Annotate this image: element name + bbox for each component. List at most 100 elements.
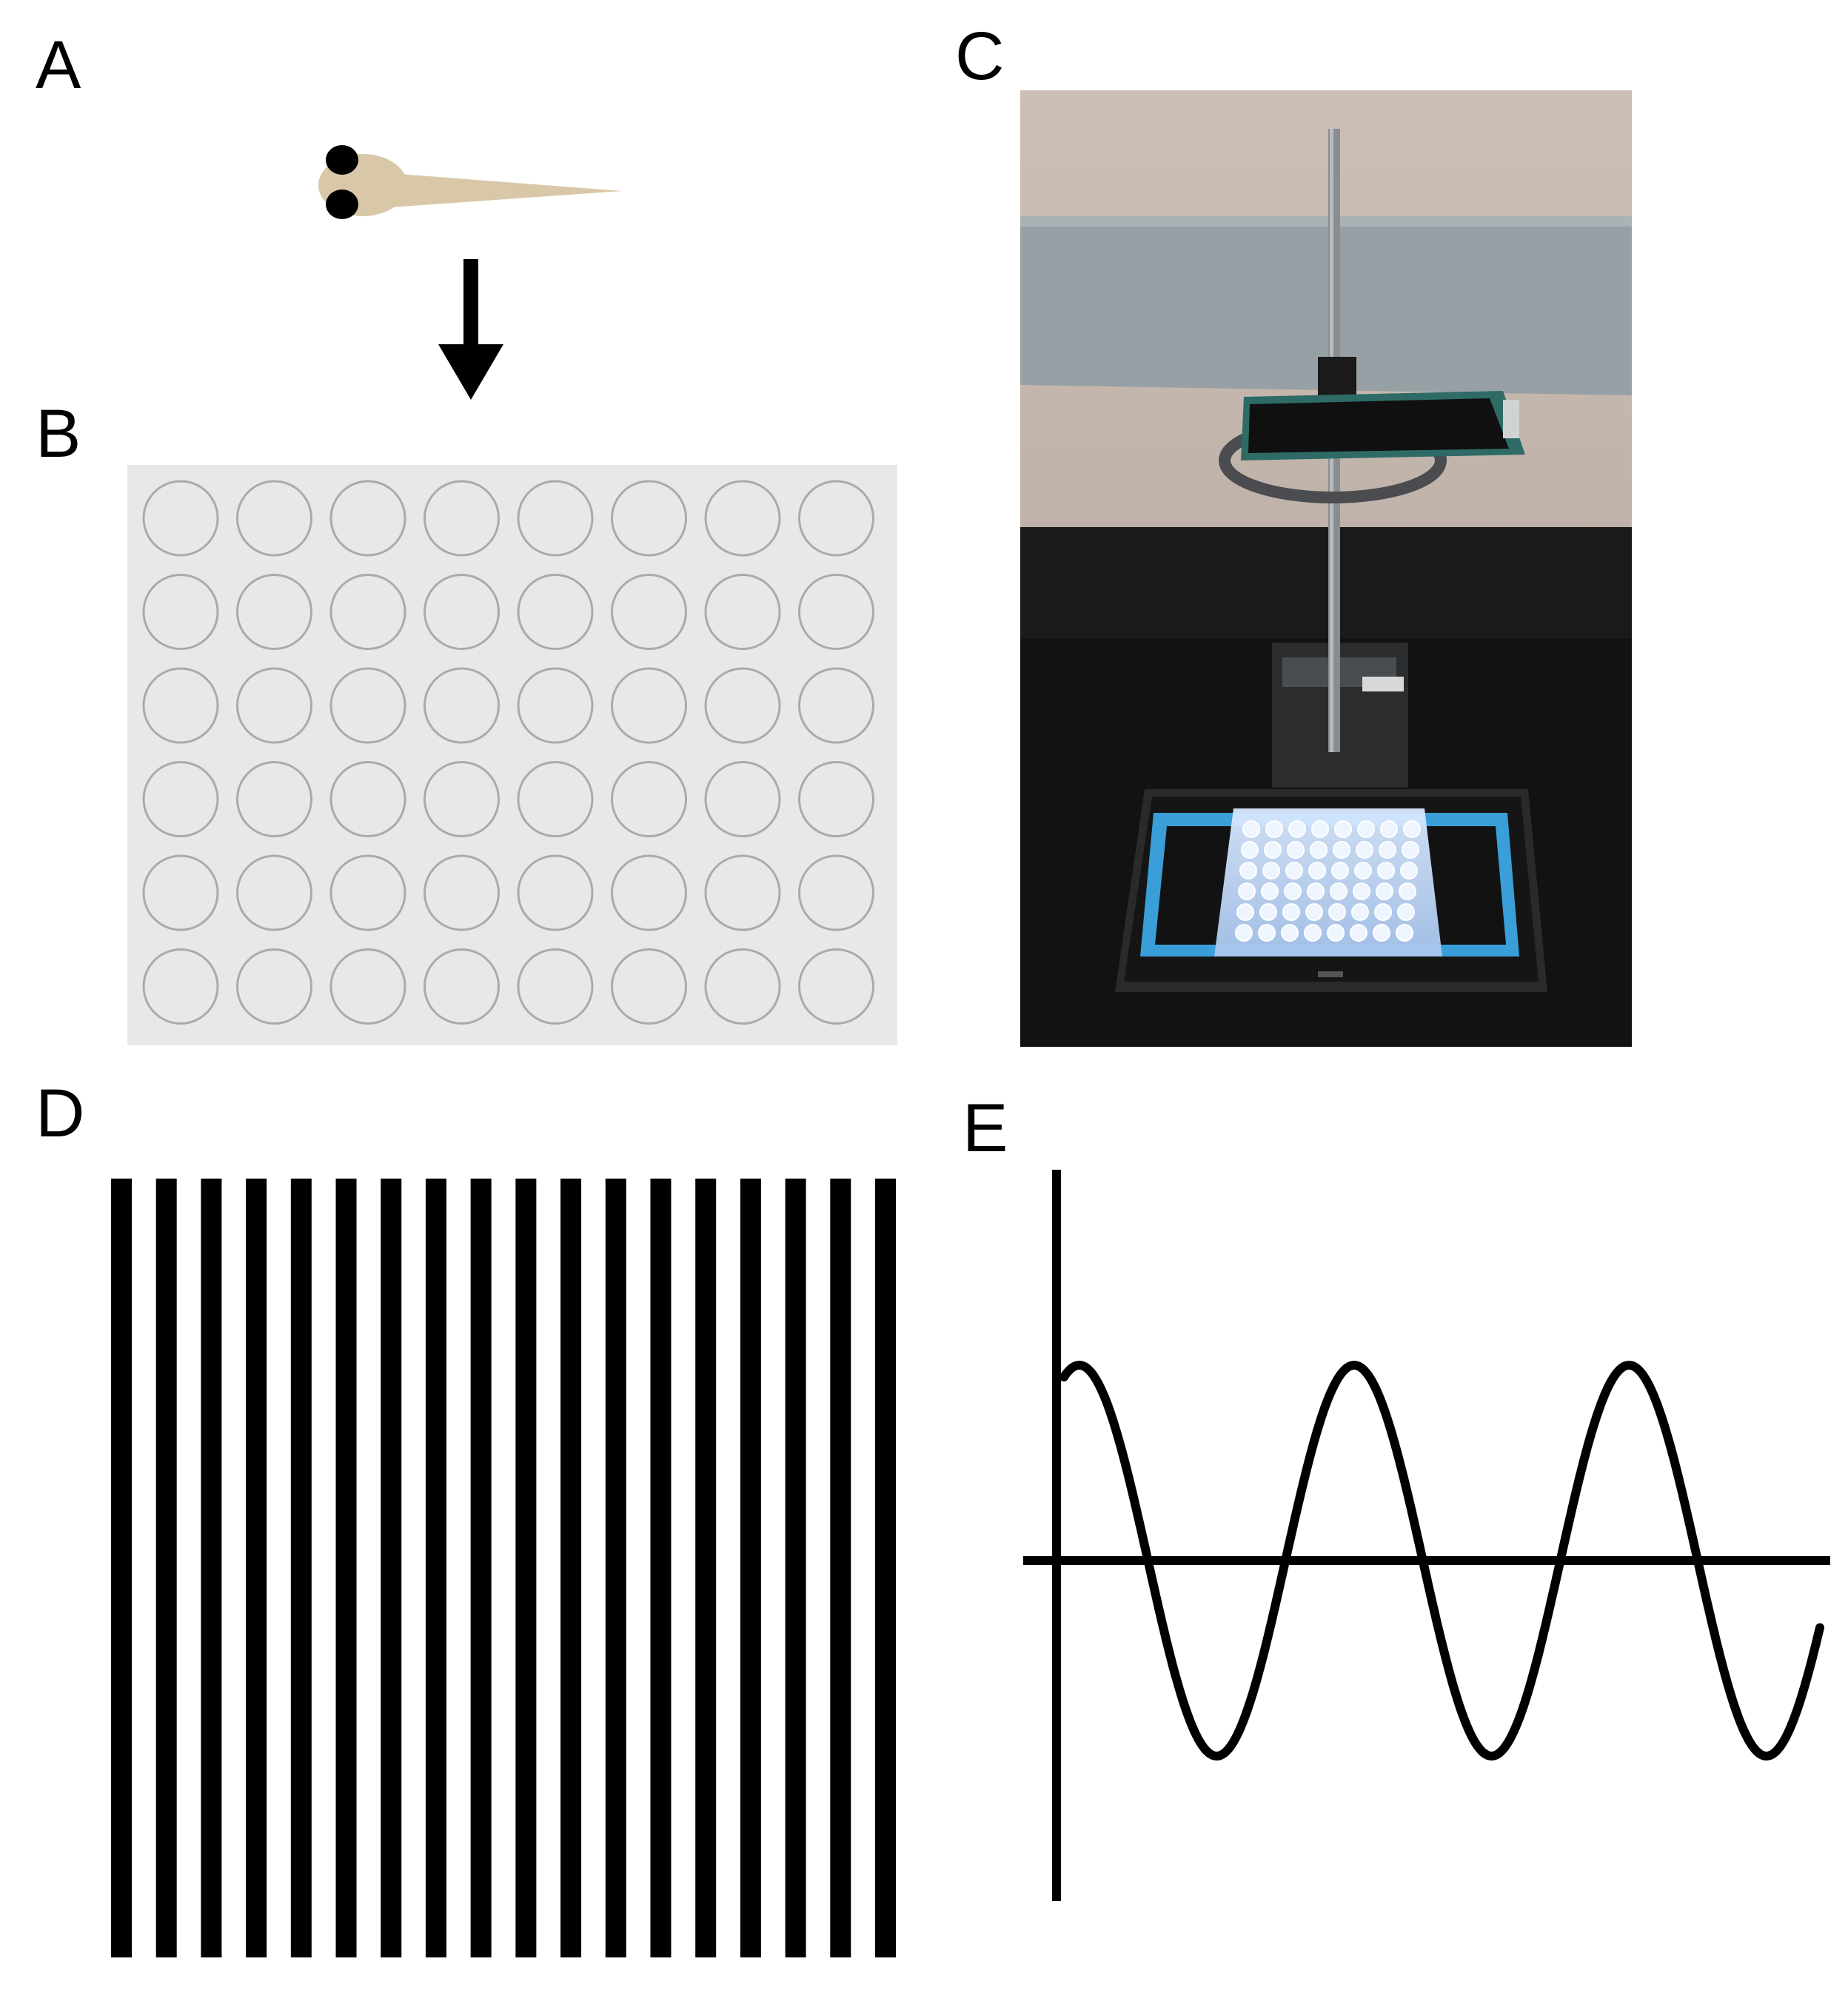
- plate-well: [517, 480, 594, 557]
- plate-photo-well: [1356, 841, 1373, 859]
- multiwell-plate: [127, 465, 897, 1045]
- plate-photo-well: [1403, 820, 1421, 838]
- plate-well: [424, 574, 500, 650]
- plate-photo-well: [1396, 924, 1413, 942]
- plate-well: [424, 667, 500, 744]
- panel-label-e: E: [962, 1091, 1008, 1166]
- plate-well: [517, 854, 594, 931]
- plate-well: [517, 574, 594, 650]
- grating-bar: [560, 1179, 582, 1957]
- plate-photo-well: [1351, 903, 1369, 921]
- grating-bar: [515, 1179, 537, 1957]
- plate-photo-well: [1327, 924, 1345, 942]
- plate-photo-well: [1261, 882, 1279, 900]
- plate-photo-well: [1310, 841, 1328, 859]
- plate-photo-well: [1242, 820, 1260, 838]
- plate-photo-well: [1307, 882, 1325, 900]
- plate-well: [704, 480, 781, 557]
- plate-well: [142, 854, 219, 931]
- plate-well: [142, 761, 219, 837]
- photo-shelf: [1020, 216, 1632, 395]
- plate-photo-well: [1281, 924, 1299, 942]
- grating-bar: [650, 1179, 672, 1957]
- grating-bar: [605, 1179, 626, 1957]
- plate-wells: [142, 480, 874, 1025]
- plate-photo-well: [1328, 903, 1346, 921]
- grating-bar: [470, 1179, 492, 1957]
- plate-well: [236, 480, 312, 557]
- plate-well: [611, 761, 687, 837]
- plate-well: [704, 761, 781, 837]
- plate-well: [611, 948, 687, 1025]
- grating-bar: [335, 1179, 357, 1957]
- plate-well: [142, 480, 219, 557]
- plate-photo-well: [1265, 820, 1283, 838]
- plate-photo-well: [1373, 924, 1390, 942]
- plate-well: [611, 854, 687, 931]
- plate-well: [704, 948, 781, 1025]
- grating-bar: [740, 1179, 761, 1957]
- larva-eye-top: [326, 145, 358, 175]
- plate-photo-well: [1287, 841, 1305, 859]
- plate-photo-well: [1239, 862, 1257, 880]
- plate-photo-well: [1374, 903, 1392, 921]
- plate-photo-well: [1379, 841, 1396, 859]
- plate-well: [798, 480, 874, 557]
- plate-photo-well: [1238, 882, 1256, 900]
- down-arrow-icon: [438, 259, 503, 400]
- plate-photo-well: [1350, 924, 1367, 942]
- panel-label-a: A: [36, 27, 81, 103]
- plate-photo-well: [1376, 882, 1393, 900]
- plate-well: [142, 667, 219, 744]
- plate-well: [236, 761, 312, 837]
- plate-photo-well: [1308, 862, 1326, 880]
- grating-bar: [111, 1179, 132, 1957]
- zebrafish-larva-icon: [318, 145, 622, 219]
- plate-well: [798, 948, 874, 1025]
- plate-well: [517, 948, 594, 1025]
- plate-well: [329, 948, 406, 1025]
- plate-photo-well: [1380, 820, 1398, 838]
- photo-setup: [1020, 90, 1632, 1047]
- plate-photo-well: [1258, 924, 1276, 942]
- plate-well: [142, 574, 219, 650]
- plate-photo-well: [1377, 862, 1395, 880]
- plate-well: [798, 854, 874, 931]
- plate-photo-well: [1333, 841, 1350, 859]
- plate-photo-well: [1330, 882, 1348, 900]
- plate-well: [236, 667, 312, 744]
- vertical-grating: [111, 1179, 896, 1957]
- plate-photo-well: [1353, 882, 1370, 900]
- plate-well: [236, 574, 312, 650]
- plate-photo-well: [1402, 841, 1419, 859]
- grating-bar: [425, 1179, 446, 1957]
- plate-well: [142, 948, 219, 1025]
- plate-photo-well: [1357, 820, 1375, 838]
- plate-well: [329, 480, 406, 557]
- grating-bar: [290, 1179, 312, 1957]
- plate-photo-well: [1288, 820, 1306, 838]
- plate-well: [329, 761, 406, 837]
- plate-well: [611, 480, 687, 557]
- sine-curve: [1059, 1361, 1824, 1760]
- plate-well: [329, 854, 406, 931]
- plate-body: [127, 465, 897, 1045]
- plate-well: [424, 480, 500, 557]
- plate-well: [798, 761, 874, 837]
- panel-label-d: D: [36, 1076, 85, 1151]
- panel-label-c: C: [955, 19, 1005, 94]
- plate-photo-well: [1331, 862, 1349, 880]
- plate-photo-well: [1264, 841, 1282, 859]
- grating-bar: [246, 1179, 267, 1957]
- plate-photo-well: [1334, 820, 1352, 838]
- plate-well: [517, 761, 594, 837]
- plate-photo-well: [1304, 924, 1322, 942]
- plate-well: [704, 854, 781, 931]
- phone-icon: [1241, 391, 1525, 460]
- plate-photo-well: [1262, 862, 1280, 880]
- plate-photo-well: [1397, 903, 1415, 921]
- plate-well: [236, 854, 312, 931]
- stand-clamp: [1318, 357, 1356, 395]
- plate-well: [236, 948, 312, 1025]
- plate-well: [611, 574, 687, 650]
